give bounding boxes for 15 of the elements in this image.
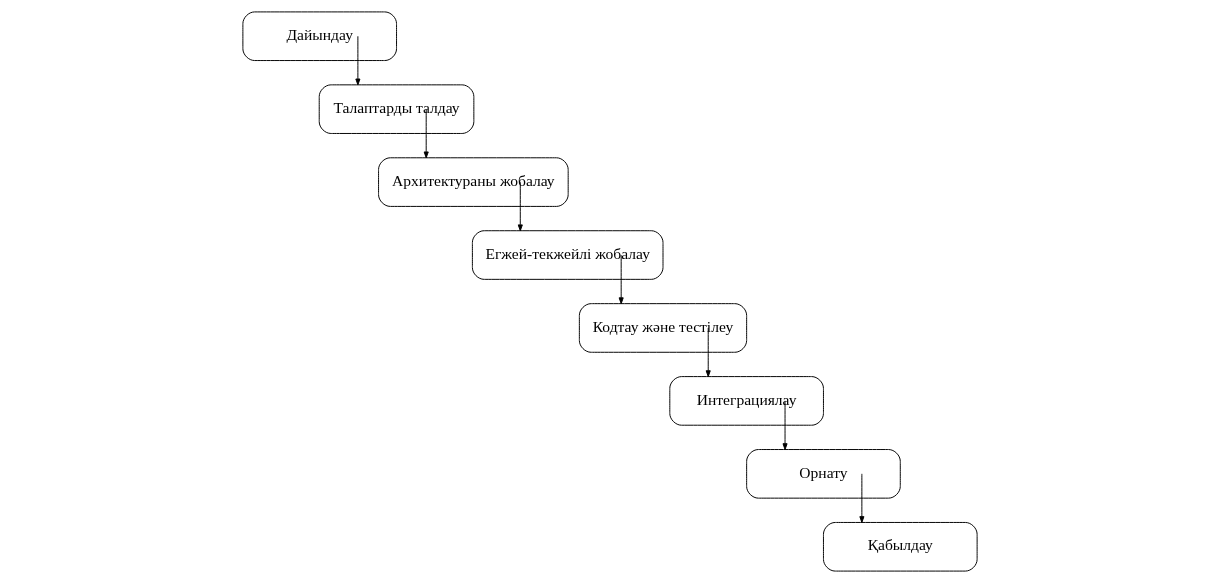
node-box: Егжей-текжейлі жобалау	[471, 230, 663, 280]
node-box: Кодтау және тестілеу	[578, 303, 747, 353]
arrow	[858, 473, 864, 523]
node-box: Дайындау	[241, 11, 397, 62]
node-box: Архитектураны жобалау	[377, 157, 569, 207]
node-box: Талаптарды талдау	[318, 84, 474, 134]
arrow	[517, 181, 523, 232]
arrow	[782, 400, 788, 450]
node-box: Орнату	[745, 449, 901, 499]
node-box: Қабылдау	[822, 521, 978, 572]
arrow	[354, 35, 360, 86]
arrow	[705, 327, 711, 378]
arrow	[618, 254, 624, 305]
node-box: Интеграциялау	[668, 376, 824, 426]
arrow	[423, 108, 429, 159]
